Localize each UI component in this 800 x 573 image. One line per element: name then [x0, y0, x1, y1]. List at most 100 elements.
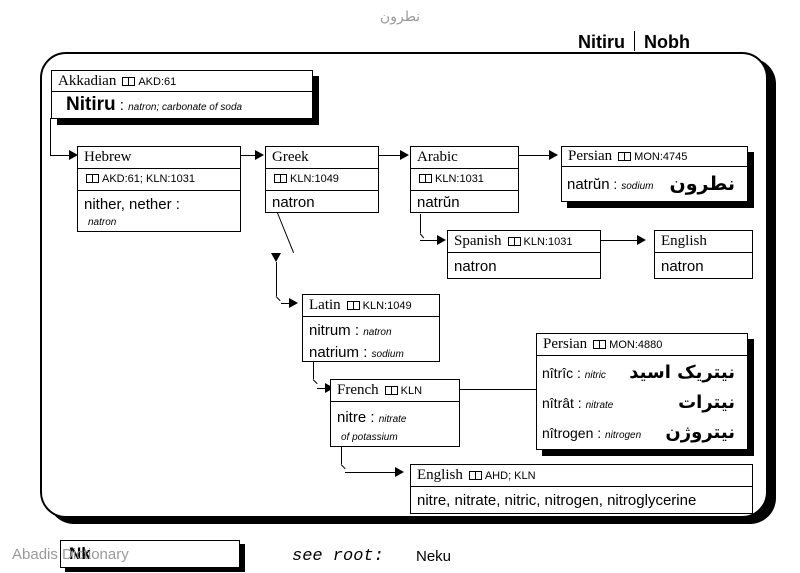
book-icon	[122, 77, 136, 86]
word: nîtrogen	[542, 425, 594, 441]
etymology-node-arabic: Arabic KLN:1031 natrŭn	[410, 146, 519, 213]
node-header: English	[655, 231, 752, 253]
gloss: natron	[363, 327, 392, 338]
node-body: Nitiru : natron; carbonate of soda	[52, 92, 312, 119]
gloss: sodium	[621, 181, 654, 192]
node-body: natrŭn	[411, 191, 518, 214]
reference-text: KLN	[400, 385, 423, 397]
reference-text: AHD; KLN	[484, 470, 536, 482]
gloss: nitrate	[585, 400, 614, 411]
language-name: English	[417, 467, 463, 483]
root-name: Nitiru	[578, 32, 625, 52]
persian-word-row: nîtrât : nitrate نیترات	[537, 388, 747, 418]
page-caption: نطرون	[379, 9, 421, 25]
arrow-icon	[437, 235, 446, 245]
persian-script: نیترات	[678, 392, 735, 413]
word-line: nitrum : natron	[309, 321, 433, 343]
root-name: Nobh	[644, 32, 690, 52]
reference-text: AKD:61; KLN:1031	[102, 173, 195, 185]
arrow-icon	[289, 298, 298, 308]
reference: KLN:1031	[411, 169, 518, 191]
language-name: Persian	[543, 336, 588, 352]
word: natrium	[309, 344, 360, 361]
language-name: Spanish	[454, 233, 502, 249]
node-header: Spanish KLN:1031	[448, 231, 600, 253]
persian-word-row: nîtrîc : nitric نیتریک اسید	[537, 358, 747, 388]
etymology-node-hebrew: Hebrew AKD:61; KLN:1031 nither, nether :…	[77, 146, 241, 232]
reference-text: KLN:1049	[362, 300, 412, 312]
connector-line	[276, 262, 277, 296]
etymology-node-spanish: Spanish KLN:1031 natron	[447, 230, 601, 279]
language-name: English	[661, 233, 707, 249]
book-icon	[274, 174, 287, 183]
word-line: natrium : sodium	[309, 343, 433, 365]
etymology-node-persian-1: Persian MON:4745 natrŭn : sodium نطرون	[561, 146, 748, 202]
watermark: Abadis Dictionary	[12, 546, 129, 563]
arrow-icon	[395, 467, 404, 477]
gloss: natron	[88, 217, 117, 228]
arrow-icon	[637, 235, 646, 245]
gloss-colon: :	[593, 425, 606, 441]
connector-line	[317, 388, 325, 389]
node-body: natron	[655, 253, 752, 278]
connector-line	[313, 361, 314, 379]
language-name: French	[337, 382, 379, 398]
connector-line	[420, 240, 437, 241]
book-icon	[346, 301, 360, 310]
word: natron	[661, 258, 704, 275]
gloss: nitrogen	[605, 430, 642, 441]
language-name: Persian	[568, 148, 613, 164]
reference: AKD:61; KLN:1031	[78, 169, 240, 191]
reference-text: MON:4880	[609, 339, 663, 351]
reference-text: AKD:61	[138, 76, 177, 88]
gloss: nitrate	[378, 414, 407, 425]
persian-script: نیتروژن	[665, 422, 735, 443]
node-header: English AHD; KLN	[411, 465, 752, 487]
arrow-icon	[255, 150, 264, 160]
language-name: Greek	[272, 149, 309, 165]
gloss-colon: :	[350, 322, 364, 339]
arrow-icon	[549, 150, 558, 160]
language-name: Hebrew	[84, 149, 132, 165]
root-separator	[634, 31, 635, 51]
connector-line	[241, 155, 255, 156]
reference-text: MON:4745	[634, 151, 688, 163]
reference-text: KLN:1031	[523, 236, 573, 248]
etymology-node-persian-2: Persian MON:4880 nîtrîc : nitric نیتریک ا…	[536, 333, 748, 450]
gloss-colon: :	[609, 176, 622, 192]
reference: MON:4745	[618, 151, 687, 163]
node-header: Hebrew	[78, 147, 240, 169]
root-box: Nk	[60, 540, 240, 568]
gloss: natron; carbonate of soda	[128, 102, 243, 113]
word: natron	[454, 258, 497, 275]
reference: KLN:1031	[507, 236, 573, 248]
persian-word-row: natrŭn : sodium نطرون	[562, 167, 747, 201]
node-header: Persian MON:4880	[537, 334, 747, 356]
gloss-colon: :	[171, 196, 180, 213]
reference: MON:4880	[593, 339, 662, 351]
etymology-node-english-1: English natron	[654, 230, 753, 279]
reference: KLN:1049	[346, 300, 412, 312]
see-root-value[interactable]: Neku	[416, 548, 452, 565]
gloss: nitric	[584, 370, 606, 381]
book-icon	[618, 152, 632, 161]
connector-line	[519, 155, 549, 156]
language-name: Arabic	[417, 149, 458, 165]
connector-line	[379, 155, 400, 156]
persian-word-row: nîtrogen : nitrogen نیتروژن	[537, 418, 747, 448]
root-headword: Nitiru Nobh	[578, 31, 690, 53]
gloss-colon: :	[366, 409, 379, 426]
word: nitre	[337, 409, 367, 426]
book-icon	[468, 471, 482, 480]
reference-text: KLN:1049	[290, 173, 339, 185]
gloss-colon: :	[573, 365, 585, 381]
book-icon	[86, 174, 99, 183]
word: nîtrât	[542, 395, 574, 411]
node-header: Arabic	[411, 147, 518, 169]
